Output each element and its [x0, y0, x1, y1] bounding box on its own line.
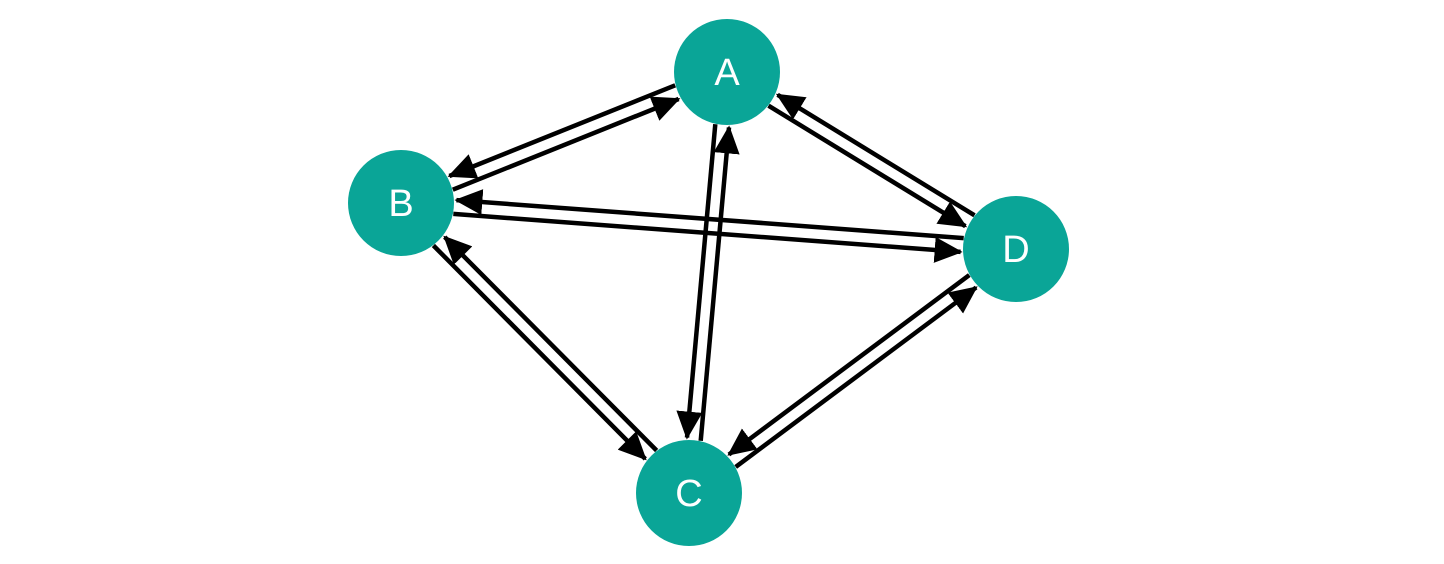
- node-circle-d: [963, 196, 1069, 302]
- edge-c-to-d: [734, 285, 978, 469]
- node-label-b: B: [388, 183, 413, 225]
- edge-c-to-b: [443, 235, 659, 453]
- edge-d-to-a: [775, 92, 976, 218]
- edge-d-to-c: [727, 273, 971, 457]
- edges-layer: [431, 83, 978, 469]
- node-b: B: [348, 150, 454, 256]
- edge-d-to-b: [454, 189, 964, 241]
- node-d: D: [963, 196, 1069, 302]
- edge-a-to-d: [767, 103, 968, 229]
- node-circle-c: [636, 440, 742, 546]
- node-label-d: D: [1002, 229, 1029, 271]
- nodes-layer: A B C D: [348, 19, 1069, 546]
- node-a: A: [674, 19, 780, 125]
- edge-b-to-c: [431, 243, 647, 461]
- node-label-c: C: [675, 473, 702, 515]
- edge-a-to-c: [676, 123, 718, 440]
- edge-c-to-a: [698, 125, 740, 442]
- edge-a-to-b: [447, 83, 677, 179]
- edge-b-to-d: [453, 211, 963, 263]
- edge-b-to-a: [451, 96, 681, 192]
- node-label-a: A: [714, 52, 740, 94]
- node-circle-a: [674, 19, 780, 125]
- node-circle-b: [348, 150, 454, 256]
- node-c: C: [636, 440, 742, 546]
